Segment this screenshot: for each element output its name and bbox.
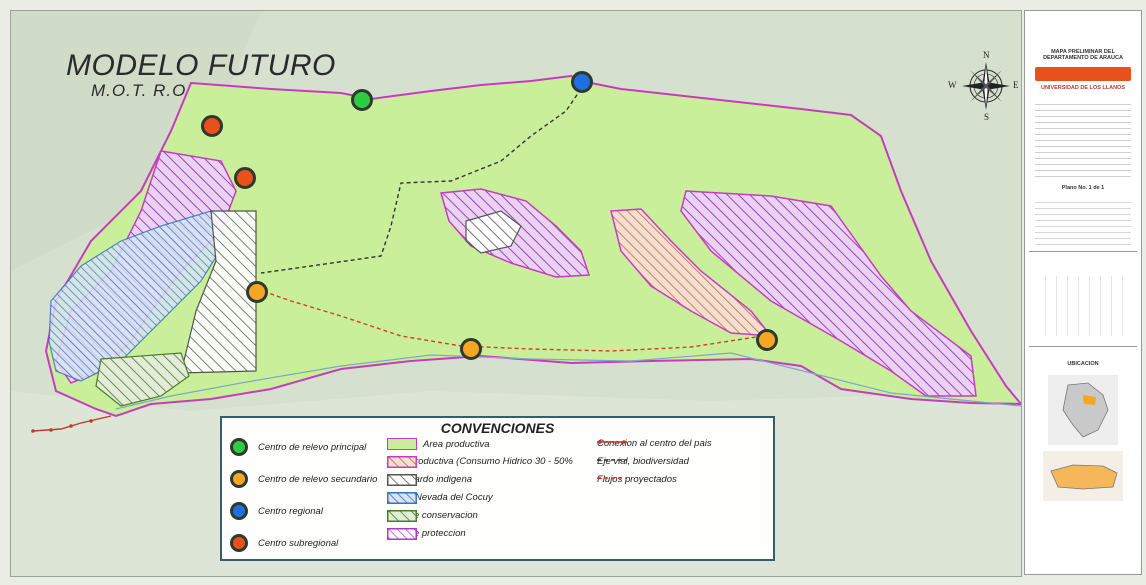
bottom-coordinate-ticks bbox=[10, 576, 1020, 585]
map-canvas[interactable]: MODELO FUTURO M.O.T. R.O N S E W bbox=[10, 10, 1022, 577]
legend-center-principal-icon bbox=[230, 438, 248, 456]
panel-notes bbox=[1035, 197, 1131, 247]
legend-box: CONVENCIONES Centro de relevo principal … bbox=[220, 416, 775, 561]
legend-area-productiva-label: Area productiva bbox=[423, 438, 490, 450]
left-coordinate-ticks bbox=[0, 10, 10, 575]
legend-proteccion-label: area de proteccion bbox=[387, 528, 466, 539]
compass-west-label: W bbox=[948, 80, 957, 90]
marker-centro-regional[interactable] bbox=[571, 71, 593, 93]
legend-area-productiva: Area productiva bbox=[387, 438, 490, 450]
legend-center-regional-label: Centro regional bbox=[258, 505, 323, 517]
compass-south-label: S bbox=[984, 112, 990, 122]
location-title: UBICACION bbox=[1067, 361, 1099, 367]
panel-heading: MAPA PRELIMINAR DEL DEPARTAMENTO DE ARAU… bbox=[1043, 49, 1123, 61]
top-coordinate-ticks bbox=[10, 0, 1020, 10]
marker-centro-relevo-secundario-2[interactable] bbox=[460, 338, 482, 360]
legend-resguardo: Resguardo indigena bbox=[387, 474, 473, 486]
info-panel: MAPA PRELIMINAR DEL DEPARTAMENTO DE ARAU… bbox=[1024, 10, 1142, 575]
legend-resguardo-swatch bbox=[387, 474, 417, 486]
legend-proteccion-swatch bbox=[387, 528, 417, 540]
legend-area-productiva-hidrico-label: Area productiva (Consumo Hidrico 30 - 50… bbox=[387, 456, 573, 467]
river bbox=[115, 352, 1021, 410]
legend-center-secundario: Centro de relevo secundario bbox=[230, 470, 377, 488]
legend-center-principal: Centro de relevo principal bbox=[230, 438, 366, 456]
panel-mini-legend-content bbox=[1035, 276, 1131, 336]
legend-proteccion: area de proteccion bbox=[387, 528, 466, 540]
legend-center-subregional-icon bbox=[230, 534, 248, 552]
legend-area-productiva-swatch bbox=[387, 438, 417, 450]
legend-conexion-swatch bbox=[597, 440, 627, 444]
map-subtitle: M.O.T. R.O bbox=[91, 81, 187, 100]
legend-conexion-label: Conexion al centro del pais bbox=[597, 438, 712, 449]
marker-centro-relevo-secundario-3[interactable] bbox=[756, 329, 778, 351]
legend-center-regional-icon bbox=[230, 502, 248, 520]
panel-location-section: UBICACION bbox=[1029, 351, 1137, 551]
marker-centro-relevo-principal[interactable] bbox=[351, 89, 373, 111]
location-map-arauca bbox=[1043, 451, 1123, 501]
legend-center-subregional-label: Centro subregional bbox=[258, 537, 339, 549]
legend-conservacion-label: area de conservacion bbox=[387, 510, 478, 521]
legend-sierra: Sierra Nevada del Cocuy bbox=[387, 492, 493, 504]
legend-sierra-swatch bbox=[387, 492, 417, 504]
legend-conservacion: area de conservacion bbox=[387, 510, 478, 522]
legend-eje-vial-swatch bbox=[597, 459, 627, 461]
university-logo bbox=[1035, 67, 1131, 81]
legend-area-productiva-hidrico: Area productiva (Consumo Hidrico 30 - 50… bbox=[387, 456, 573, 468]
legend-eje-vial: Eje vial, biodiversidad bbox=[597, 456, 689, 467]
panel-fine-print bbox=[1035, 99, 1131, 179]
location-map-colombia bbox=[1048, 375, 1118, 445]
panel-mini-legend bbox=[1029, 256, 1137, 347]
conservation-area bbox=[95, 352, 190, 407]
plano-number: Plano No. 1 de 1 bbox=[1061, 185, 1105, 191]
legend-flujos-label: Flujos proyectados bbox=[597, 474, 677, 485]
compass-rose-icon: N S E W bbox=[948, 50, 1019, 122]
legend-resguardo-label: Resguardo indigena bbox=[387, 474, 473, 485]
legend-area-productiva-hidrico-swatch bbox=[387, 456, 417, 468]
legend-center-subregional: Centro subregional bbox=[230, 534, 338, 552]
legend-eje-vial-label: Eje vial, biodiversidad bbox=[597, 456, 689, 467]
legend-flujos-swatch bbox=[597, 477, 627, 479]
compass-north-label: N bbox=[983, 50, 990, 60]
legend-conservacion-swatch bbox=[387, 510, 417, 522]
legend-sierra-label: Sierra Nevada del Cocuy bbox=[387, 492, 493, 503]
map-title: MODELO FUTURO bbox=[66, 49, 336, 82]
legend-center-regional: Centro regional bbox=[230, 502, 323, 520]
compass-east-label: E bbox=[1013, 80, 1019, 90]
legend-center-secundario-icon bbox=[230, 470, 248, 488]
marker-centro-relevo-secundario-1[interactable] bbox=[246, 281, 268, 303]
indigenous-reserve-small bbox=[465, 210, 522, 254]
legend-title: CONVENCIONES bbox=[440, 420, 555, 436]
legend-center-principal-label: Centro de relevo principal bbox=[258, 441, 367, 453]
legend-conexion: Conexion al centro del pais bbox=[597, 438, 712, 449]
marker-centro-subregional-1[interactable] bbox=[201, 115, 223, 137]
road-axis-line bbox=[260, 88, 582, 274]
legend-center-secundario-label: Centro de relevo secundario bbox=[258, 473, 378, 485]
marker-centro-subregional-2[interactable] bbox=[234, 167, 256, 189]
legend-flujos: Flujos proyectados bbox=[597, 474, 677, 485]
protection-area-1 bbox=[680, 190, 977, 397]
panel-header-section: MAPA PRELIMINAR DEL DEPARTAMENTO DE ARAU… bbox=[1029, 41, 1137, 252]
sierra-nevada-cocuy bbox=[48, 210, 227, 382]
university-name: UNIVERSIDAD DE LOS LLANOS bbox=[1040, 85, 1126, 91]
